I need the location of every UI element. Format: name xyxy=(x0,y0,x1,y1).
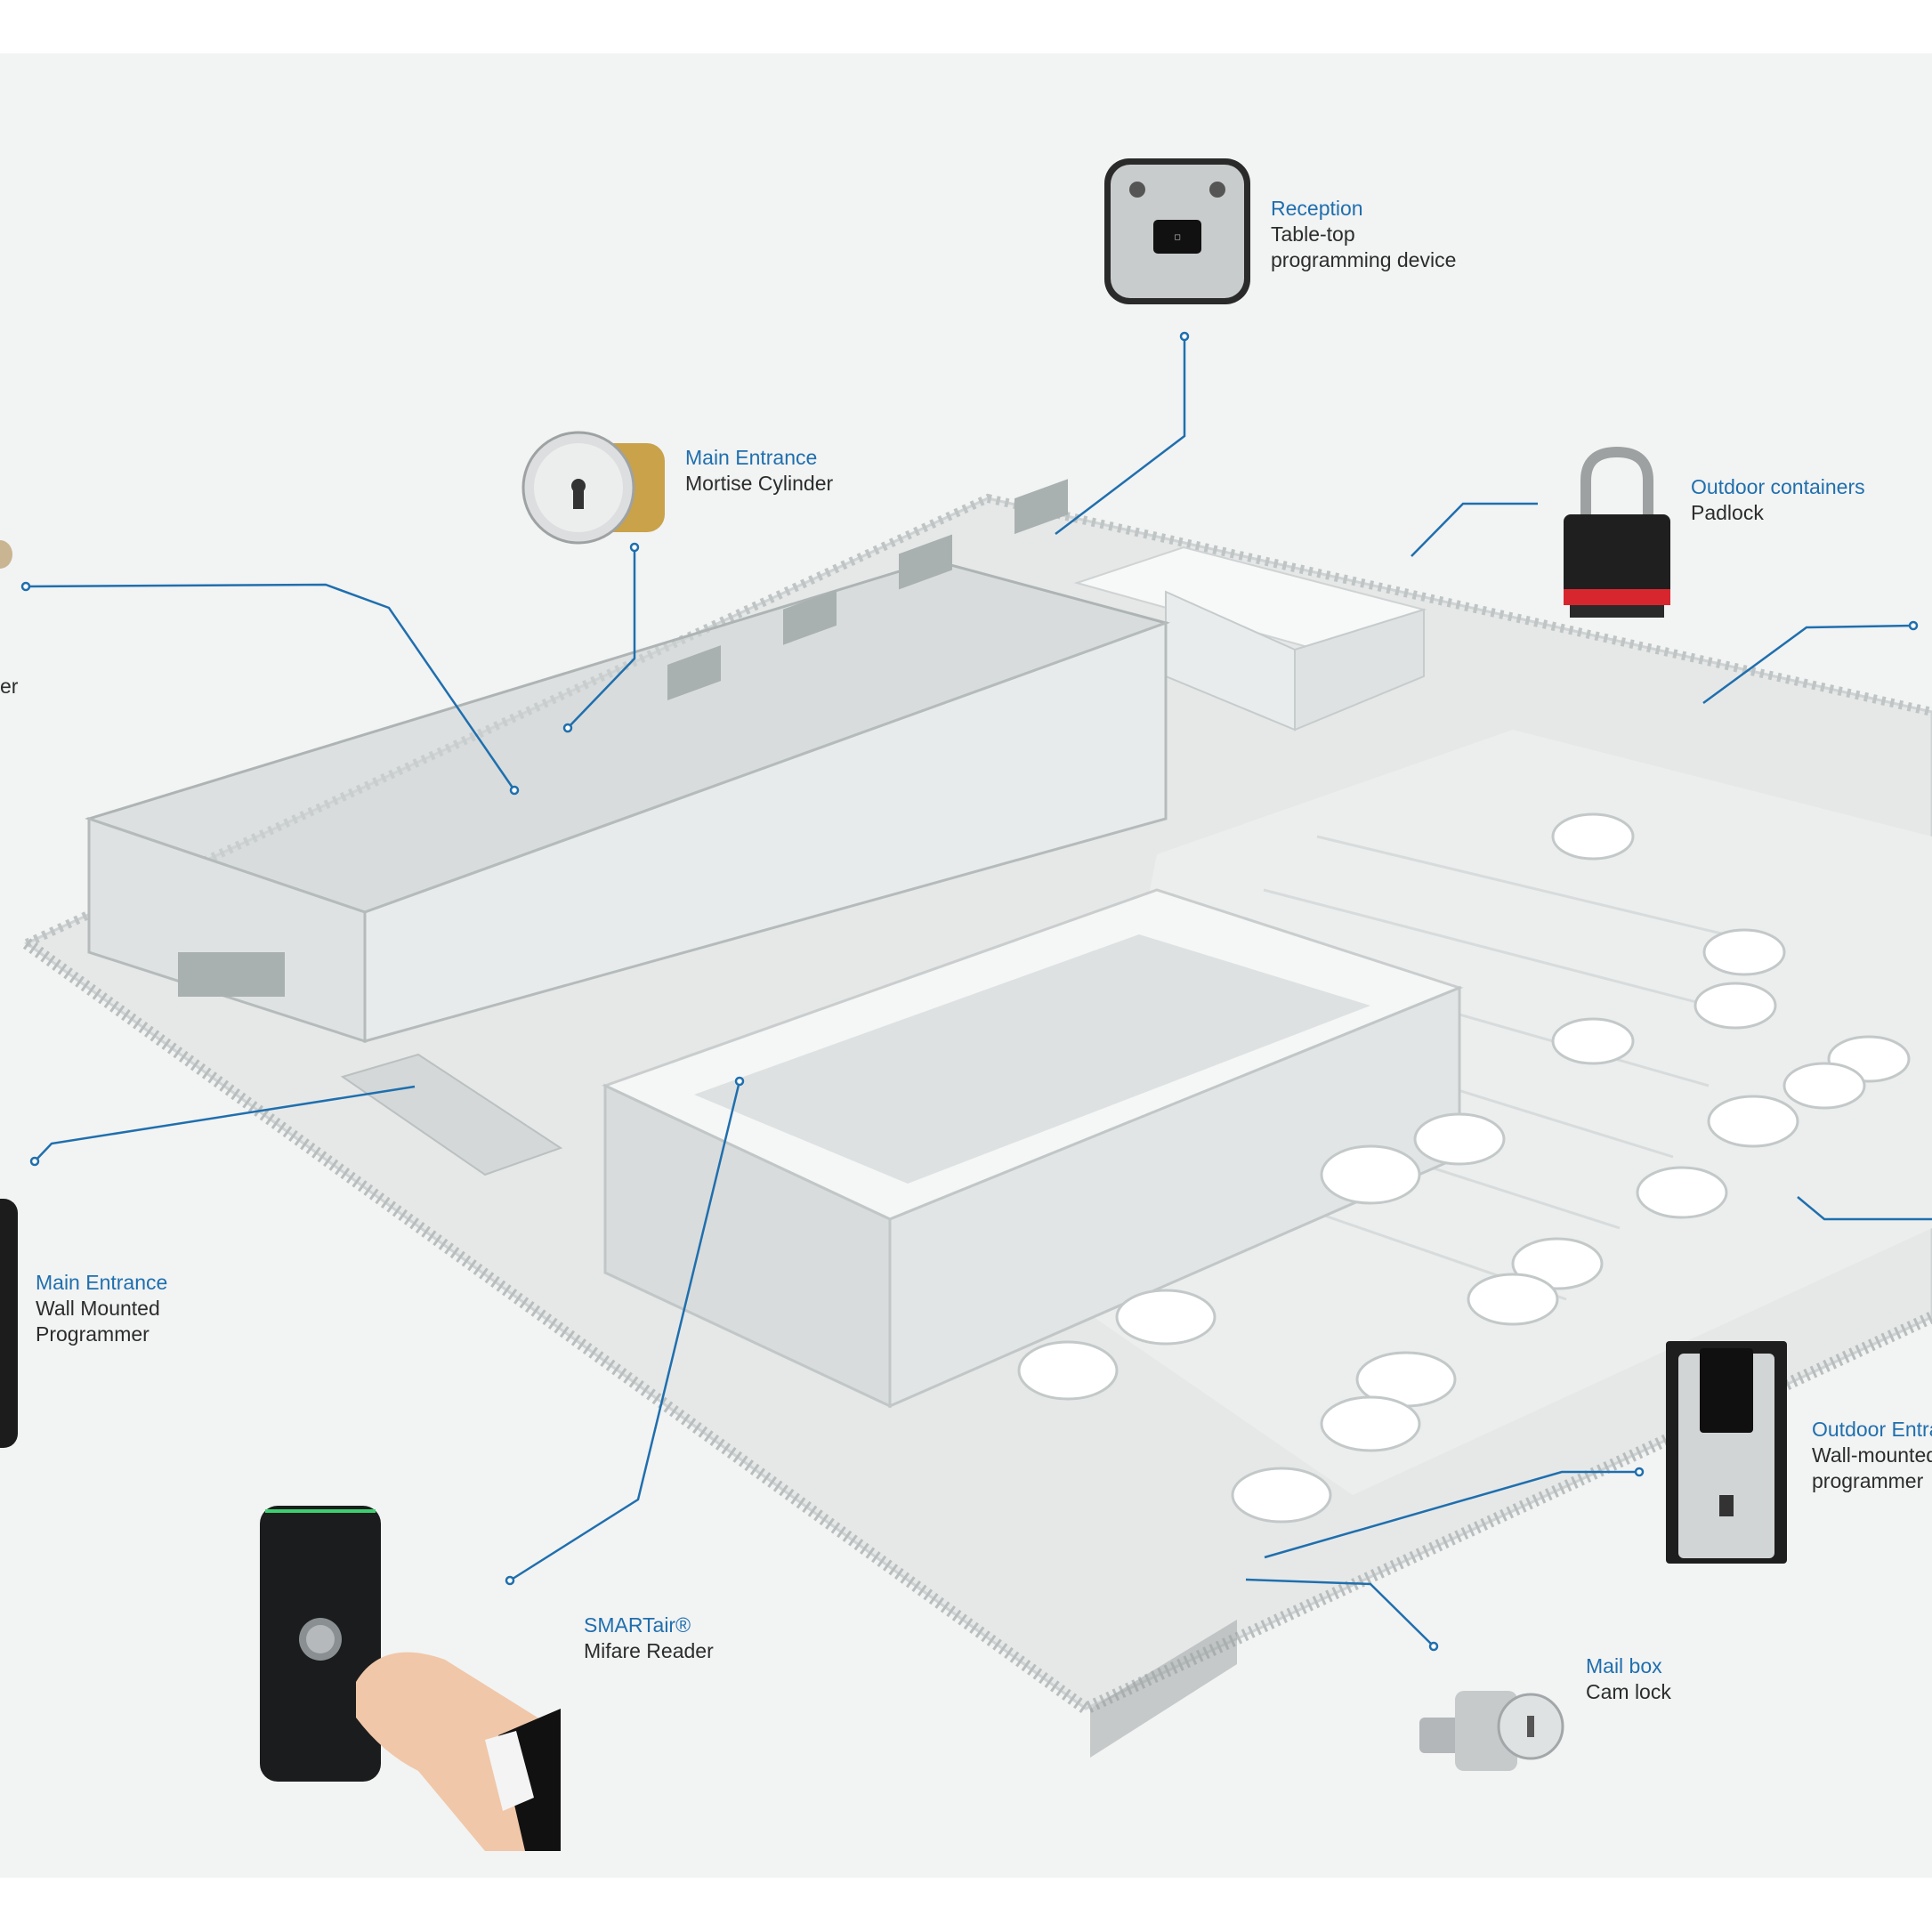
connector-outdoor-entrance xyxy=(1264,1470,1639,1559)
callout-title: Outdoor containers xyxy=(1691,475,1865,498)
table-top-programmer-image: ◻ xyxy=(1102,156,1253,307)
connector-dots xyxy=(20,331,1919,1652)
callout-line: Wall-mounted xyxy=(1812,1443,1932,1467)
entrance-canopy xyxy=(340,1053,563,1176)
diagram-canvas: ◻ xyxy=(0,53,1932,1878)
cropped-label-text: er xyxy=(0,675,19,698)
connector-right-bottom xyxy=(1797,1196,1932,1221)
callout-line: Mifare Reader xyxy=(584,1639,714,1662)
outdoor-wall-programmer-image xyxy=(1664,1339,1789,1566)
callout-title: Main Entrance xyxy=(685,446,818,469)
callout-title: Outdoor Entra xyxy=(1812,1418,1932,1441)
cam-lock-image xyxy=(1411,1673,1566,1780)
connector-right-top xyxy=(1702,624,1914,705)
cropped-left-product-image xyxy=(0,538,12,570)
connector-reception xyxy=(1055,336,1186,535)
lower-wing-side xyxy=(603,1083,892,1409)
parked-cars xyxy=(1017,812,1911,1524)
callout-main-entrance-cylinder: Main Entrance Mortise Cylinder xyxy=(685,445,833,497)
connector-main-entrance-cylinder xyxy=(567,547,636,729)
callout-title: Mail box xyxy=(1586,1654,1662,1677)
callout-line: Padlock xyxy=(1691,501,1764,524)
callout-outdoor-entrance: Outdoor Entra Wall-mounted programmer xyxy=(1812,1417,1932,1494)
main-building-side xyxy=(363,620,1168,1043)
connector-smartair xyxy=(509,1080,741,1582)
callout-smartair: SMARTair® Mifare Reader xyxy=(584,1613,714,1664)
connector-padlock xyxy=(1411,502,1538,557)
svg-text:◻: ◻ xyxy=(1174,233,1180,242)
callout-mail-box: Mail box Cam lock xyxy=(1586,1653,1671,1705)
connector-cropped-left xyxy=(25,583,516,791)
callout-connectors xyxy=(25,336,1932,1647)
mortise-cylinder-image xyxy=(518,427,669,547)
entrance-gate xyxy=(1090,1620,1237,1758)
lower-wing-courtyard xyxy=(694,934,1370,1184)
callout-line: Table-top xyxy=(1271,222,1355,246)
callout-line: Cam lock xyxy=(1586,1680,1671,1703)
callout-reception: Reception Table-top programming device xyxy=(1271,196,1456,273)
callout-title: Main Entrance xyxy=(36,1271,168,1294)
cropped-left-label: er xyxy=(0,674,18,699)
connector-mail-box xyxy=(1245,1578,1435,1647)
callout-line: programming device xyxy=(1271,248,1457,271)
callout-line: Mortise Cylinder xyxy=(685,472,834,495)
callout-line: Programmer xyxy=(36,1322,150,1346)
connector-main-entrance-programmer xyxy=(34,1085,416,1162)
parking-area xyxy=(1068,730,1932,1495)
callout-line: programmer xyxy=(1812,1469,1924,1492)
perimeter-fence-front xyxy=(22,938,1932,1717)
perimeter-fence xyxy=(24,493,1932,948)
building-illustration xyxy=(20,331,1932,1758)
smartair-reader-image xyxy=(258,1504,561,1851)
padlock-image xyxy=(1559,445,1675,623)
callout-title: SMARTair® xyxy=(584,1613,691,1637)
callout-main-entrance-programmer: Main Entrance Wall Mounted Programmer xyxy=(36,1270,167,1347)
building-windows xyxy=(178,479,1068,997)
wall-mounted-programmer-image xyxy=(0,1199,20,1448)
callout-outdoor-containers: Outdoor containers Padlock xyxy=(1691,474,1865,526)
callout-title: Reception xyxy=(1271,197,1363,220)
callout-line: Wall Mounted xyxy=(36,1297,160,1320)
